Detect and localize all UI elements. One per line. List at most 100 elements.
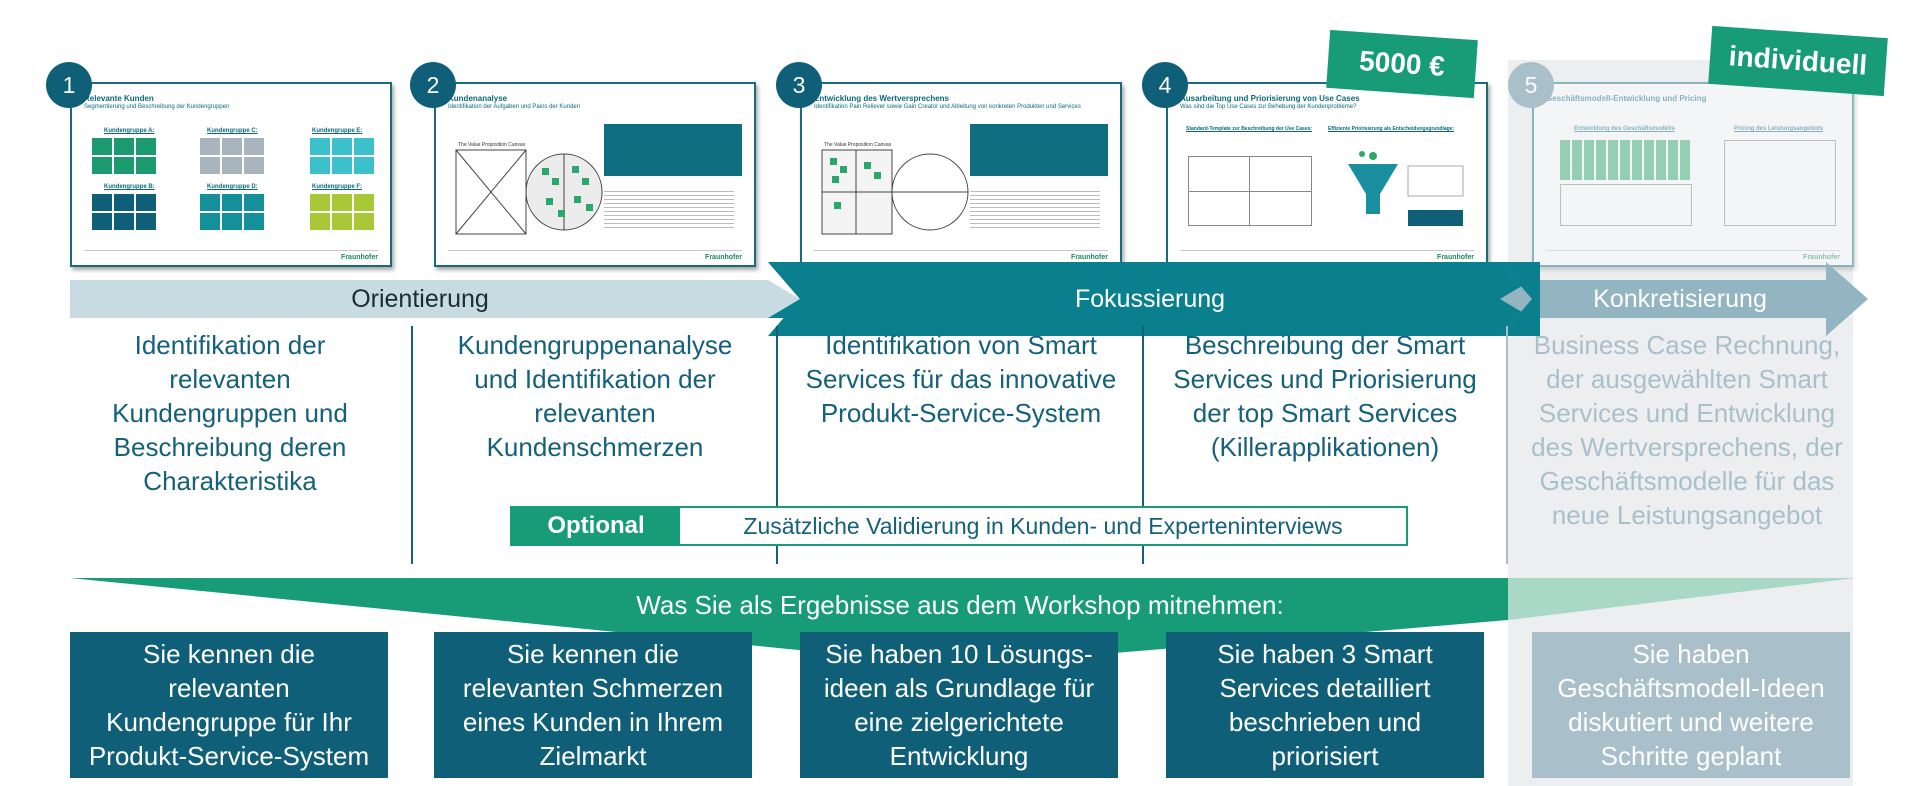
result-line: Produkt-Service-System	[88, 741, 370, 771]
column-divider	[1142, 326, 1144, 564]
slide-subtitle: Identifikation Pain Reliever sowie Gain …	[814, 104, 1081, 110]
canvas-label: The Value Proposition Canvas	[824, 142, 892, 148]
business-model-canvas	[1560, 140, 1690, 180]
result-line: Sie kennen die	[142, 639, 316, 669]
template-heading: Standard-Template zur Beschreibung der U…	[1186, 126, 1313, 132]
value-proposition-canvas	[821, 149, 969, 235]
group-a-grid	[92, 138, 156, 174]
group-label: Kundengruppe D:	[207, 184, 258, 190]
description-line: Services und Priorisierung	[1173, 364, 1477, 394]
group-e-grid	[310, 138, 374, 174]
slide-subtitle: Identifikation der Aufgaben und Pains de…	[448, 104, 581, 110]
group-label: Kundengruppe E:	[312, 128, 363, 134]
slide-thumbnail-4: Ausarbeitung und Priorisierung von Use C…	[1166, 82, 1488, 267]
info-box	[970, 124, 1108, 176]
step-number-3: 3	[776, 62, 822, 108]
value-proposition-canvas	[455, 149, 603, 235]
fraunhofer-logo: Fraunhofer	[1803, 254, 1840, 261]
slide-title: Geschäftsmodell-Entwicklung und Pricing	[1546, 94, 1707, 103]
slide-subtitle: Segmentierung und Beschreibung der Kunde…	[84, 104, 230, 110]
result-line: ideen als Grundlage für	[823, 673, 1095, 703]
description-line: und Identifikation der	[474, 364, 716, 394]
result-box-2: Sie kennen die relevanten Schmerzen eine…	[434, 632, 752, 778]
group-label: Kundengruppe C:	[207, 128, 258, 134]
description-line: Kundengruppen und	[112, 398, 348, 428]
description-line: Services für das innovative	[805, 364, 1117, 394]
description-line: neue Leistungsangebot	[1551, 500, 1823, 530]
canvas-label: The Value Proposition Canvas	[458, 142, 526, 148]
column-divider	[1506, 326, 1508, 564]
text-lines	[970, 188, 1100, 228]
result-line: diskutiert und weitere	[1568, 707, 1814, 737]
description-line: Business Case Rechnung,	[1533, 330, 1841, 360]
slide-footer-line	[448, 250, 742, 251]
phase-label-konkretisierung: Konkretisierung	[1593, 284, 1767, 313]
description-line: Kundenschmerzen	[486, 432, 704, 462]
step-description-2: Kundengruppenanalyse und Identifikation …	[420, 328, 770, 464]
result-line: eines Kunden in Ihrem	[462, 707, 724, 737]
slide-thumbnail-5: Geschäftsmodell-Entwicklung und Pricing …	[1532, 82, 1854, 267]
fraunhofer-logo: Fraunhofer	[1437, 254, 1474, 261]
optional-label: Optional	[512, 508, 680, 544]
group-d-grid	[200, 194, 264, 230]
group-label: Kundengruppe A:	[104, 128, 155, 134]
step-number-2: 2	[410, 62, 456, 108]
description-line: Identifikation der	[134, 330, 326, 360]
step-description-1: Identifikation der relevanten Kundengrup…	[60, 328, 400, 498]
step-number-4: 4	[1142, 62, 1188, 108]
info-box	[604, 124, 742, 176]
result-line: Sie haben 10 Lösungs-	[825, 639, 1093, 669]
result-box-4: Sie haben 3 Smart Services detailliert b…	[1166, 632, 1484, 778]
description-line: Beschreibung deren	[113, 432, 347, 462]
slide-subtitle: Was sind die Top Use Cases zur Behebung …	[1180, 104, 1357, 110]
result-line: Kundengruppe für Ihr	[106, 707, 352, 737]
slide-title: Entwicklung des Wertversprechens	[814, 94, 950, 103]
result-line: relevanten	[168, 673, 290, 703]
column-divider	[411, 326, 413, 564]
price-badge-5000: 5000 €	[1326, 29, 1478, 99]
description-line: der ausgewählten Smart	[1546, 364, 1828, 394]
description-line: Services und Entwicklung	[1538, 398, 1836, 428]
step-description-5: Business Case Rechnung, der ausgewählten…	[1512, 328, 1862, 532]
description-line: Charakteristika	[143, 466, 317, 496]
description-line: relevanten	[169, 364, 291, 394]
optional-text: Zusätzliche Validierung in Kunden- und E…	[743, 512, 1343, 539]
result-line: Entwicklung	[889, 741, 1029, 771]
step-description-3: Identifikation von Smart Services für da…	[786, 328, 1136, 430]
result-line: Zielmarkt	[539, 741, 647, 771]
result-box-3: Sie haben 10 Lösungs- ideen als Grundlag…	[800, 632, 1118, 778]
use-case-template	[1188, 156, 1312, 226]
slide-footer-line	[814, 250, 1108, 251]
phase-arrow-band	[70, 262, 1868, 336]
text-lines	[604, 188, 734, 228]
description-line: des Wertversprechens, der	[1531, 432, 1843, 462]
result-line: beschrieben und	[1228, 707, 1422, 737]
result-line: Sie kennen die	[506, 639, 679, 669]
slide-title: Ausarbeitung und Priorisierung von Use C…	[1180, 94, 1360, 103]
slide-footer-line	[1546, 250, 1840, 251]
step-number-1: 1	[46, 62, 92, 108]
slide-title: Relevante Kunden	[84, 94, 154, 103]
group-c-grid	[200, 138, 264, 174]
step-number-5: 5	[1508, 62, 1554, 108]
pricing-heading: Pricing des Leistungsangebots	[1734, 126, 1824, 132]
phase-label-orientierung: Orientierung	[351, 284, 489, 313]
description-line: der top Smart Services	[1192, 398, 1458, 428]
description-line: Identifikation von Smart	[825, 330, 1097, 360]
description-line: Kundengruppenanalyse	[457, 330, 733, 360]
slide-footer-line	[1180, 250, 1474, 251]
description-line: Produkt-Service-System	[820, 398, 1102, 428]
result-box-5: Sie haben Geschäftsmodell-Ideen diskutie…	[1532, 632, 1850, 778]
business-model-heading: Entwicklung des Geschäftsmodells	[1574, 126, 1675, 132]
column-divider	[776, 326, 778, 564]
result-box-1: Sie kennen die relevanten Kundengruppe f…	[70, 632, 388, 778]
result-line: Services detailliert	[1219, 673, 1431, 703]
results-heading: Was Sie als Ergebnisse aus dem Workshop …	[636, 590, 1284, 620]
phase-label-fokussierung: Fokussierung	[1074, 284, 1226, 313]
slide-footer-line	[84, 250, 378, 251]
result-line: Schritte geplant	[1600, 741, 1782, 771]
result-line: eine zielgerichtete	[854, 707, 1064, 737]
slide-thumbnail-2: Kundenanalyse Identifikation der Aufgabe…	[434, 82, 756, 267]
group-label: Kundengruppe F:	[312, 184, 362, 190]
slide-title: Kundenanalyse	[448, 94, 508, 103]
